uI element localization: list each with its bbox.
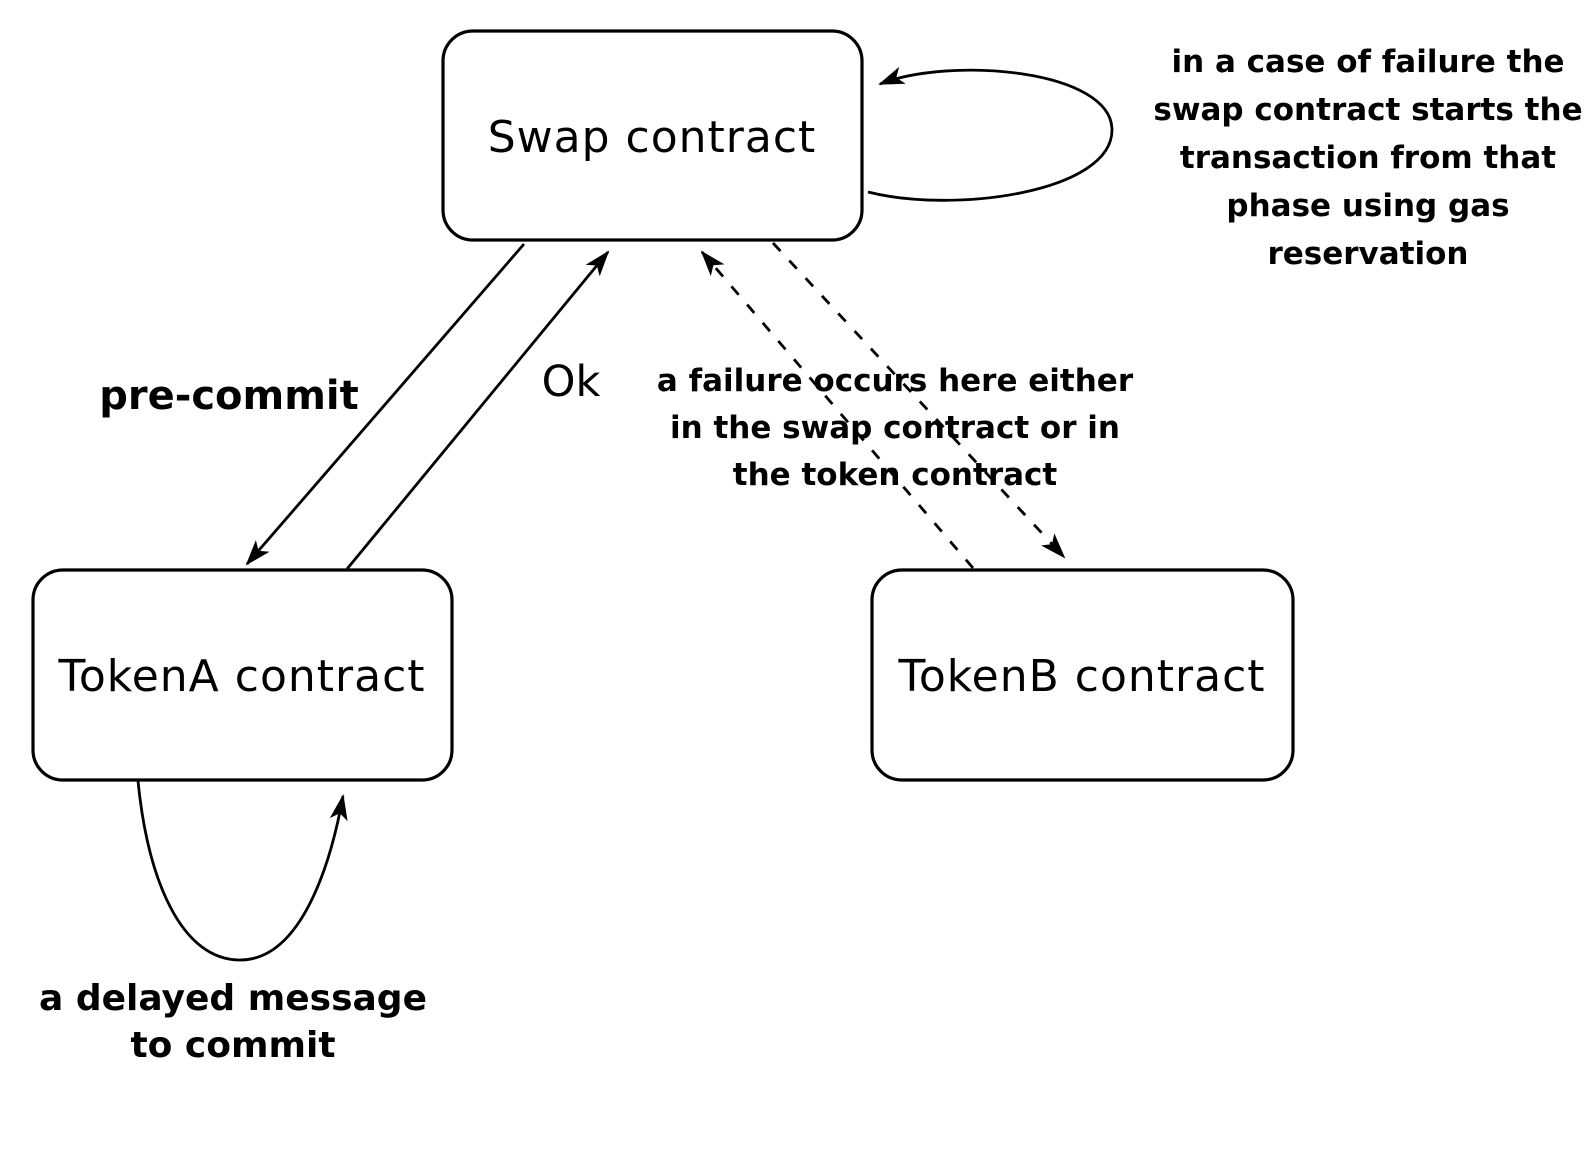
- ok-edge: [345, 250, 610, 570]
- swap-contract-box: [441, 29, 864, 242]
- failure-to-swap-dashed-edge: [700, 250, 975, 569]
- gas-reservation-note-line: swap contract starts the: [1153, 92, 1582, 128]
- pre-commit-label: pre-commit: [99, 373, 358, 419]
- gas-reservation-note-line: phase using gas: [1226, 188, 1509, 224]
- swap-self-loop-edge: [867, 66, 1114, 202]
- tokena-contract-box: [31, 568, 454, 782]
- failure-to-tokenb-dashed-edge: [771, 242, 1066, 559]
- tokenb-contract-node: TokenB contract: [870, 568, 1295, 782]
- delayed-commit-note-line: to commit: [130, 1025, 335, 1066]
- tokenb-contract-label: TokenB contract: [897, 651, 1265, 702]
- delayed-commit-note: a delayed message to commit: [39, 978, 427, 1066]
- delayed-commit-note-line: a delayed message: [39, 978, 427, 1019]
- tokena-self-loop-edge: [136, 780, 348, 962]
- gas-reservation-note-line: in a case of failure the: [1171, 44, 1564, 80]
- failure-location-note-line: a failure occurs here either: [657, 363, 1134, 399]
- ok-label: Ok: [542, 357, 601, 407]
- tokena-contract-node: TokenA contract: [31, 568, 454, 782]
- failure-location-note-line: the token contract: [733, 457, 1058, 493]
- failure-location-note-line: in the swap contract or in: [670, 410, 1120, 446]
- gas-reservation-note: in a case of failure the swap contract s…: [1153, 44, 1582, 272]
- failure-location-note: a failure occurs here either in the swap…: [657, 363, 1134, 493]
- tokenb-contract-box: [870, 568, 1295, 782]
- tokena-contract-label: TokenA contract: [57, 651, 425, 702]
- gas-reservation-note-line: reservation: [1267, 236, 1468, 272]
- gas-reservation-note-line: transaction from that: [1180, 140, 1556, 176]
- pre-commit-edge: [245, 243, 526, 566]
- swap-contract-label: Swap contract: [488, 112, 817, 163]
- swap-contract-node: Swap contract: [441, 29, 864, 242]
